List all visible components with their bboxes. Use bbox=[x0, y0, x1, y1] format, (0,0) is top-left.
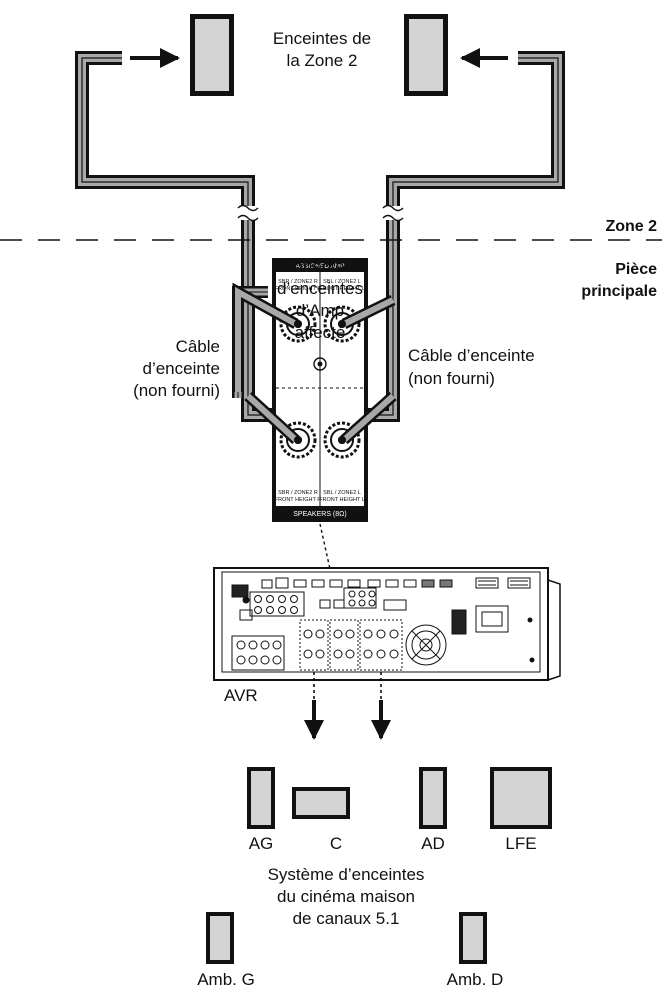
zone2-label: Zone 2 bbox=[605, 218, 657, 235]
panel-label-bottom-left-2: FRONT HEIGHT R bbox=[275, 497, 322, 503]
cable-leads bbox=[232, 282, 397, 445]
cable-right-label-1: Câble d’enceinte bbox=[408, 346, 535, 365]
zone2-speaker-left bbox=[190, 14, 234, 96]
speaker-lfe-label: LFE bbox=[505, 834, 536, 853]
speaker-lfe bbox=[490, 767, 552, 829]
speaker-ad-label: AD bbox=[421, 834, 445, 853]
cable-left-label-2: d’enceinte bbox=[142, 359, 220, 378]
cable-break-right bbox=[382, 204, 404, 222]
avr-label: AVR bbox=[224, 686, 258, 705]
zone2-speakers-label-1: Enceintes de bbox=[273, 29, 371, 48]
main-room-label-1: Pièce bbox=[615, 261, 657, 278]
system-label-3: de canaux 5.1 bbox=[293, 909, 400, 928]
zone2-speakers-label-2: la Zone 2 bbox=[287, 51, 358, 70]
system-label-2: du cinéma maison bbox=[277, 887, 415, 906]
speaker-amb-g bbox=[206, 912, 234, 964]
speaker-ad bbox=[419, 767, 447, 829]
panel-label-top-right-2: FRONT HEIGHT L bbox=[319, 286, 365, 292]
speaker-c-label: C bbox=[330, 834, 342, 853]
speaker-amb-g-label: Amb. G bbox=[197, 970, 255, 989]
panel-label-top-right-1: SBL / ZONE2 L bbox=[323, 279, 361, 285]
cable-left-label-3: (non fourni) bbox=[133, 381, 220, 400]
cable-right-label-2: (non fourni) bbox=[408, 369, 495, 388]
panel-label-top-left-2: FRONT HEIGHT R bbox=[275, 286, 322, 292]
panel-label-bottom-left-1: SBR / ZONE2 R bbox=[278, 490, 318, 496]
connectors-label-2: d’enceintes bbox=[277, 279, 363, 298]
avr-output-arrows bbox=[304, 672, 391, 740]
cable-left-label-1: Câble bbox=[176, 337, 220, 356]
zone2-speaker-right bbox=[404, 14, 448, 96]
post-centers bbox=[294, 320, 346, 444]
speaker-ag-label: AG bbox=[249, 834, 274, 853]
panel-label-bottom-right-1: SBL / ZONE2 L bbox=[323, 490, 361, 496]
speaker-c bbox=[292, 787, 350, 819]
assigned-amp-panel bbox=[272, 258, 368, 522]
panel-header: ASSIGNED AMP bbox=[295, 263, 344, 270]
speaker-amb-d-label: Amb. D bbox=[447, 970, 504, 989]
panel-footer: SPEAKERS (8Ω) bbox=[293, 511, 346, 518]
panel-label-bottom-right-2: FRONT HEIGHT L bbox=[319, 497, 365, 503]
cable-break-left bbox=[237, 204, 259, 222]
system-label-1: Système d’enceintes bbox=[268, 865, 425, 884]
speaker-amb-d bbox=[459, 912, 487, 964]
main-room-label-2: principale bbox=[581, 283, 657, 300]
panel-label-top-left-1: SBR / ZONE2 R bbox=[278, 279, 318, 285]
connectors-label-4: affecté bbox=[295, 323, 346, 342]
connectors-label-1: Connecteurs bbox=[272, 257, 368, 276]
speaker-ag bbox=[247, 767, 275, 829]
connectors-label-3: d’Amp bbox=[296, 301, 344, 320]
avr-rear-panel bbox=[213, 567, 561, 681]
